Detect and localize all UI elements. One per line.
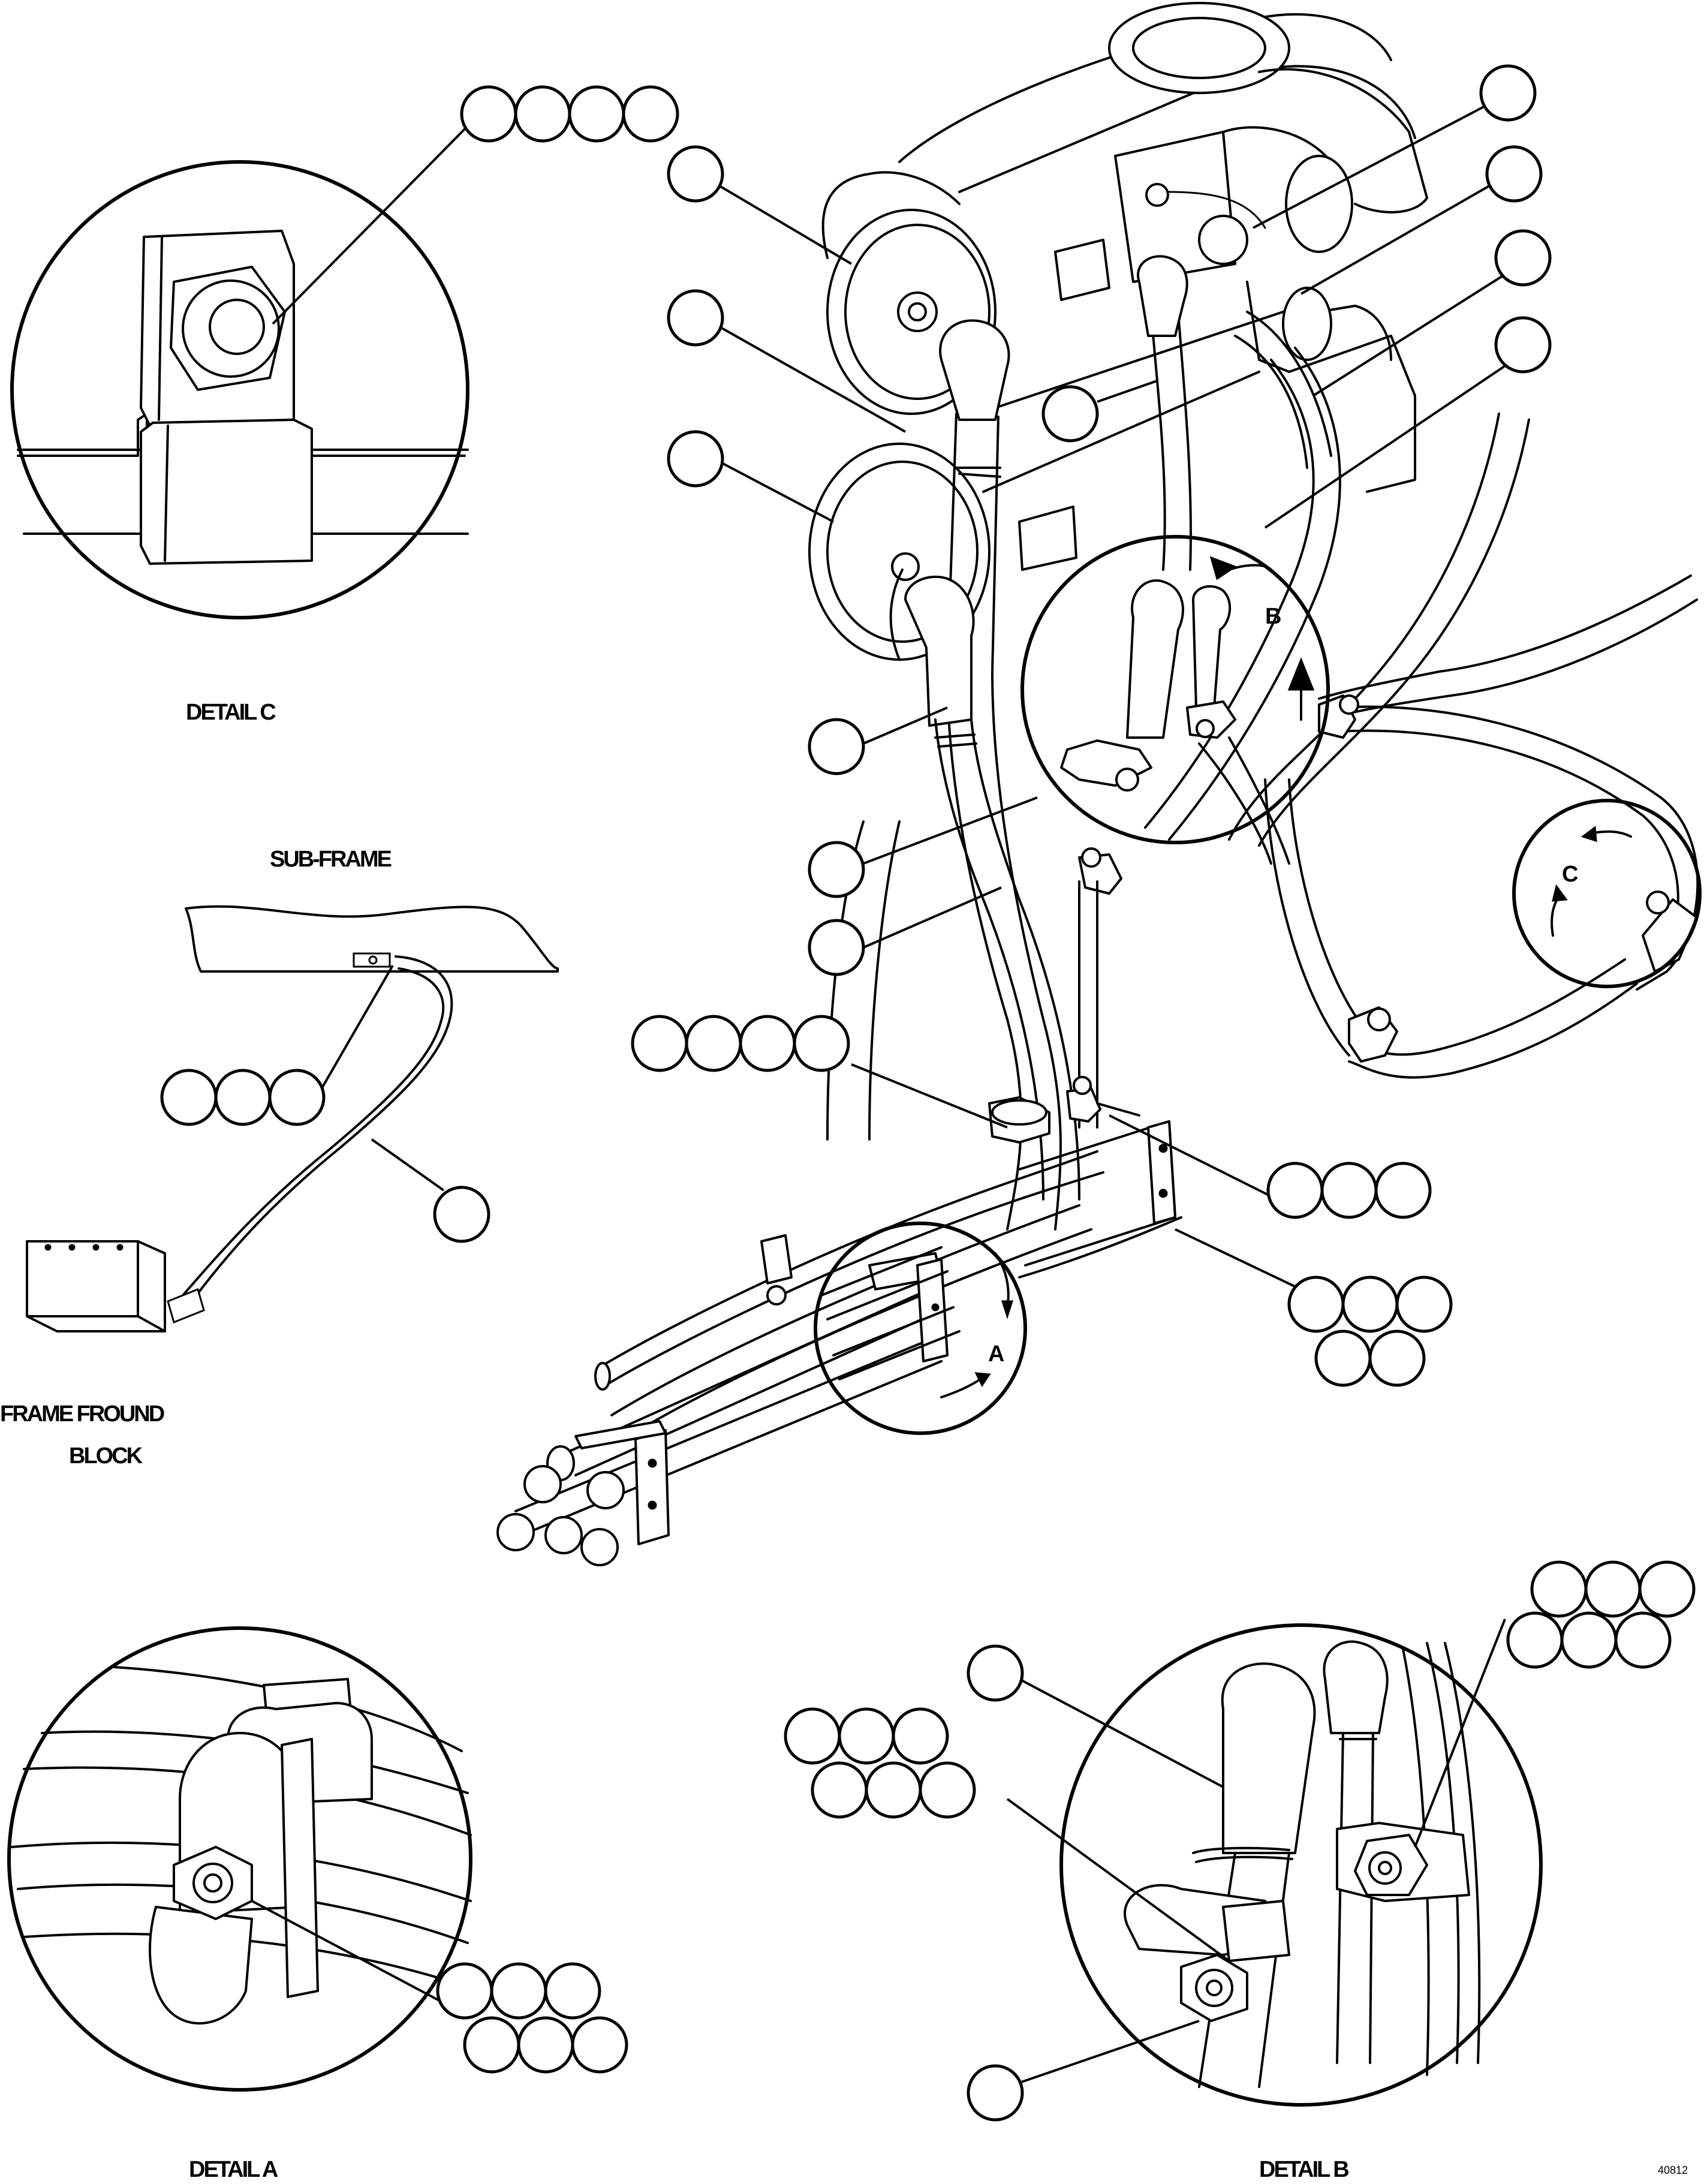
callout-bubble [514, 85, 571, 143]
callout-bubble [667, 145, 724, 203]
callout-bubble [1314, 1329, 1372, 1387]
main-assembly: A B C [496, 2, 1702, 1566]
callout-bubble [463, 2016, 520, 2074]
callout-bubble [1485, 145, 1543, 203]
callout-bubble [160, 1069, 218, 1126]
main-callouts [631, 64, 1552, 1387]
ref-c-label: C [1562, 862, 1578, 887]
callout-bubble [1287, 1275, 1345, 1333]
detail-a-circle [7, 1626, 472, 2092]
detail-a-callout-group [436, 1962, 628, 2074]
callout-bubble [1479, 64, 1537, 122]
callout-bubble [214, 1069, 272, 1126]
block-label: BLOCK [69, 1443, 143, 1469]
callout-bubble [739, 1015, 796, 1072]
callout-bubble [622, 85, 679, 143]
callout-bubble [1266, 1162, 1324, 1219]
callout-bubble [1584, 1560, 1642, 1618]
sub-frame-label: SUB-FRAME [270, 847, 392, 872]
callout-bubble [667, 289, 724, 347]
callout-bubble [892, 1707, 949, 1765]
detail-b-view [1006, 1619, 1543, 2107]
callout-bubble [1530, 1560, 1588, 1618]
callout-bubble [568, 85, 625, 143]
callout-bubble [784, 1707, 841, 1765]
callout-bubble [1320, 1162, 1378, 1219]
callout-bubble [1368, 1329, 1426, 1387]
callout-bubble [517, 2016, 574, 2074]
callout-bubble [544, 1962, 601, 2020]
callout-bubble [571, 2016, 628, 2074]
frame-ground-label: FRAME FROUND [0, 1401, 164, 1427]
detail-a-marker-circle [814, 1222, 1027, 1435]
callout-bubble [685, 1015, 742, 1072]
detail-c-marker-circle [1512, 799, 1702, 988]
callout-bubble [808, 919, 865, 976]
ref-b-label: B [1265, 604, 1281, 629]
callout-bubble [811, 1761, 868, 1819]
callout-bubble [1494, 316, 1552, 374]
callout-bubble [1614, 1611, 1672, 1669]
callout-bubble [460, 85, 517, 143]
callout-bubble [1560, 1611, 1618, 1669]
detail-b-label: DETAIL B [1259, 2157, 1348, 2182]
callout-bubble [838, 1707, 895, 1765]
callout-bubble [1041, 385, 1099, 443]
callout-bubble [919, 1761, 976, 1819]
ground-callout-group [160, 1069, 490, 1243]
callout-bubble [1395, 1275, 1453, 1333]
detail-c-label: DETAIL C [186, 700, 276, 725]
callout-bubble [268, 1069, 326, 1126]
ref-a-label: A [988, 1341, 1004, 1367]
figure-number: 40812 [1658, 2164, 1688, 2176]
battery-terminal-ends [496, 1288, 943, 1566]
callout-bubble [793, 1015, 850, 1072]
callout-bubble [808, 841, 865, 898]
sub-frame-inset: SUB-FRAME [26, 847, 559, 1332]
detail-c-circle [10, 160, 469, 619]
detail-a-view [7, 1626, 472, 2092]
callout-bubble [667, 430, 724, 488]
callout-bubble [865, 1761, 922, 1819]
callout-bubble [1341, 1275, 1399, 1333]
detail-a-label: DETAIL A [189, 2157, 278, 2182]
callout-bubble [490, 1962, 547, 2020]
callout-bubble [436, 1962, 493, 2020]
detail-b-circle [1059, 1623, 1543, 2107]
detail-b-callout-group [784, 1560, 1696, 2122]
callout-bubble [1506, 1611, 1564, 1669]
detail-c-callout-group [460, 85, 679, 143]
detail-c-view [10, 119, 475, 619]
detail-b-marker-circle [1020, 535, 1330, 844]
callout-bubble [631, 1015, 688, 1072]
callout-bubble [967, 2064, 1024, 2122]
callout-bubble [1374, 1162, 1432, 1219]
callout-bubble [433, 1186, 490, 1243]
callout-bubble [967, 1644, 1024, 1702]
bracket-plate [1147, 1120, 1176, 1225]
callout-bubble [808, 718, 865, 775]
callout-bubble [1494, 229, 1552, 287]
callout-bubble [1638, 1560, 1696, 1618]
